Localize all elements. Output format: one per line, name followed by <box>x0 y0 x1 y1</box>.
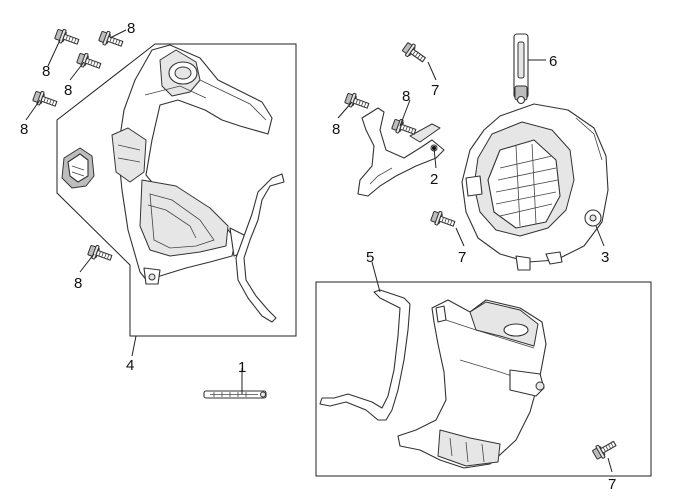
flange-bolt-icon <box>343 90 371 113</box>
callout-8-top-left: 8 <box>42 63 50 80</box>
callout-8-lower-left: 8 <box>74 275 82 292</box>
hose-clamp-icon <box>61 147 95 189</box>
callout-5: 5 <box>366 249 374 266</box>
shroud-seal-strip <box>235 173 285 323</box>
callout-3: 3 <box>601 249 609 266</box>
part-5-rod <box>319 289 411 421</box>
part-1-strap <box>203 390 267 399</box>
flange-bolt-icon <box>400 40 429 67</box>
callout-8-bracket-top: 8 <box>402 88 410 105</box>
flange-bolt-icon <box>31 88 59 111</box>
callout-8-left: 8 <box>20 121 28 138</box>
air-duct-housing <box>397 299 547 469</box>
callout-8-bracket-left: 8 <box>332 121 340 138</box>
part-2-bracket <box>357 107 445 197</box>
group-box-5 <box>315 281 652 477</box>
flange-bolt-icon <box>429 208 457 231</box>
group-box-4 <box>56 43 297 337</box>
callout-8-top-right: 8 <box>127 20 135 37</box>
callout-4: 4 <box>126 357 134 374</box>
part-3-fan-cover <box>461 103 609 271</box>
callout-1: 1 <box>238 359 246 376</box>
flange-bolt-icon <box>75 50 103 73</box>
callout-8-upper-mid: 8 <box>64 82 72 99</box>
leader-lines <box>25 29 613 473</box>
callout-7-middle: 7 <box>458 249 466 266</box>
part-6-clip <box>513 33 529 105</box>
callout-6: 6 <box>549 53 557 70</box>
cooling-shroud-main <box>111 44 273 285</box>
flange-bolt-icon <box>590 436 619 462</box>
callout-2: 2 <box>430 171 438 188</box>
flange-bolt-icon <box>86 242 114 265</box>
callout-7-bottom: 7 <box>608 476 616 493</box>
callout-7-top: 7 <box>431 82 439 99</box>
